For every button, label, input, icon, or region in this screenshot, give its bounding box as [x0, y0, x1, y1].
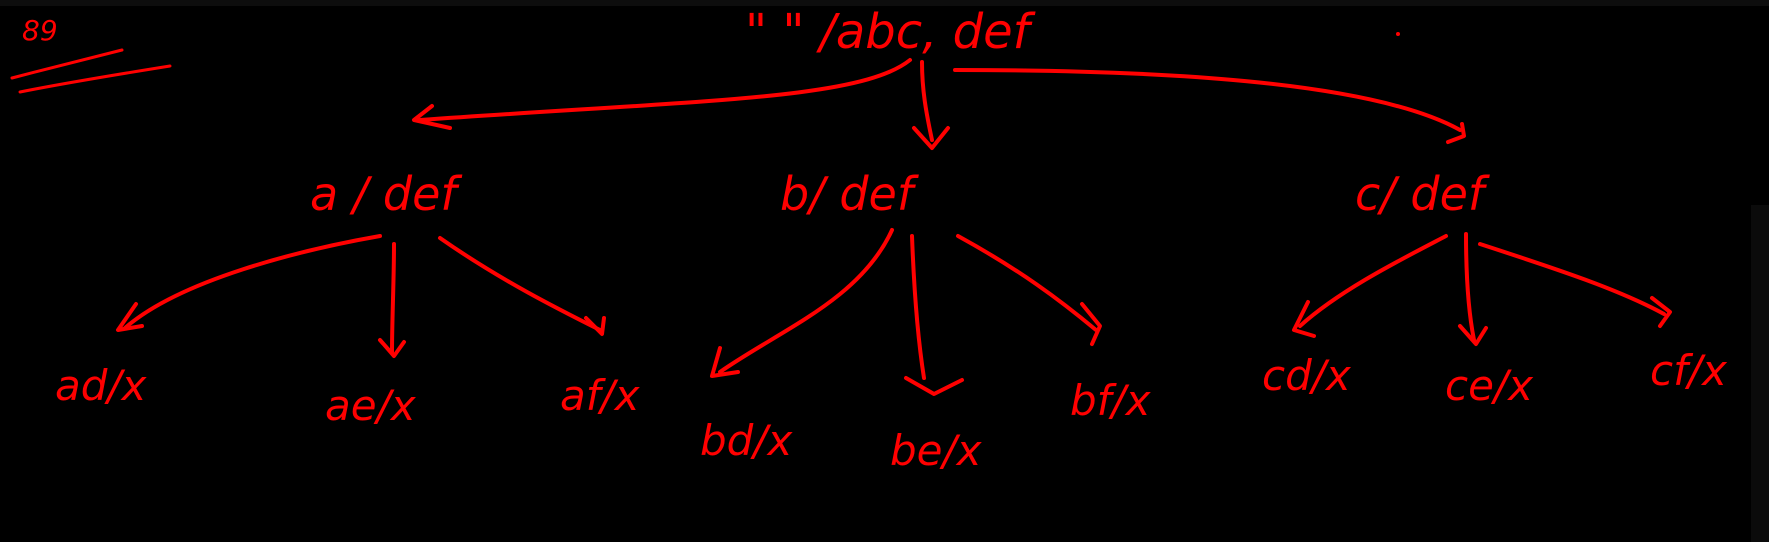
arrowhead-bd [710, 346, 740, 378]
arrowhead-bf [1080, 302, 1102, 346]
corner-underline-2 [18, 64, 172, 94]
edge-b-to-be [910, 234, 926, 380]
arrowhead-cf [1650, 296, 1672, 328]
arrowhead-ae [378, 338, 406, 358]
arrowhead-ce [1458, 324, 1488, 346]
arrowhead-af [584, 316, 606, 336]
arrowhead-a [412, 104, 452, 130]
node-a-def: a / def [310, 167, 462, 221]
node-b-def: b/ def [780, 167, 919, 221]
root-node-label: " " /abc, def [745, 4, 1036, 60]
top-edge-strip [0, 0, 1769, 6]
arrowhead-cd [1292, 300, 1316, 338]
edge-b-to-bf [956, 234, 1098, 332]
leaf-af-x: af/x [560, 371, 641, 420]
edge-a-to-af [438, 236, 602, 332]
corner-underline-1 [10, 48, 124, 80]
leaf-cf-x: cf/x [1650, 346, 1728, 395]
corner-note: 89 [22, 14, 58, 47]
edge-a-to-ae [390, 242, 396, 354]
arrowhead-c [1446, 122, 1466, 144]
node-c-def: c/ def [1355, 167, 1490, 221]
edge-root-to-a [418, 58, 912, 122]
leaf-ae-x: ae/x [325, 381, 417, 430]
leaf-cd-x: cd/x [1262, 351, 1352, 400]
arrowhead-be [904, 376, 964, 396]
stray-dot [1396, 32, 1400, 36]
leaf-ce-x: ce/x [1445, 361, 1534, 410]
edge-root-to-c [953, 68, 1462, 132]
leaf-bd-x: bd/x [700, 416, 793, 465]
edge-a-to-ad [123, 234, 382, 330]
edge-c-to-cf [1478, 242, 1666, 316]
right-edge-strip [1751, 205, 1769, 542]
arrowhead-b [912, 126, 950, 150]
arrowhead-ad [116, 302, 144, 332]
edge-root-to-b [920, 60, 934, 142]
edge-c-to-cd [1298, 234, 1448, 328]
edge-c-to-ce [1464, 232, 1476, 342]
leaf-bf-x: bf/x [1070, 376, 1152, 425]
edge-b-to-bd [718, 228, 894, 374]
leaf-ad-x: ad/x [55, 361, 148, 410]
leaf-be-x: be/x [890, 426, 983, 475]
